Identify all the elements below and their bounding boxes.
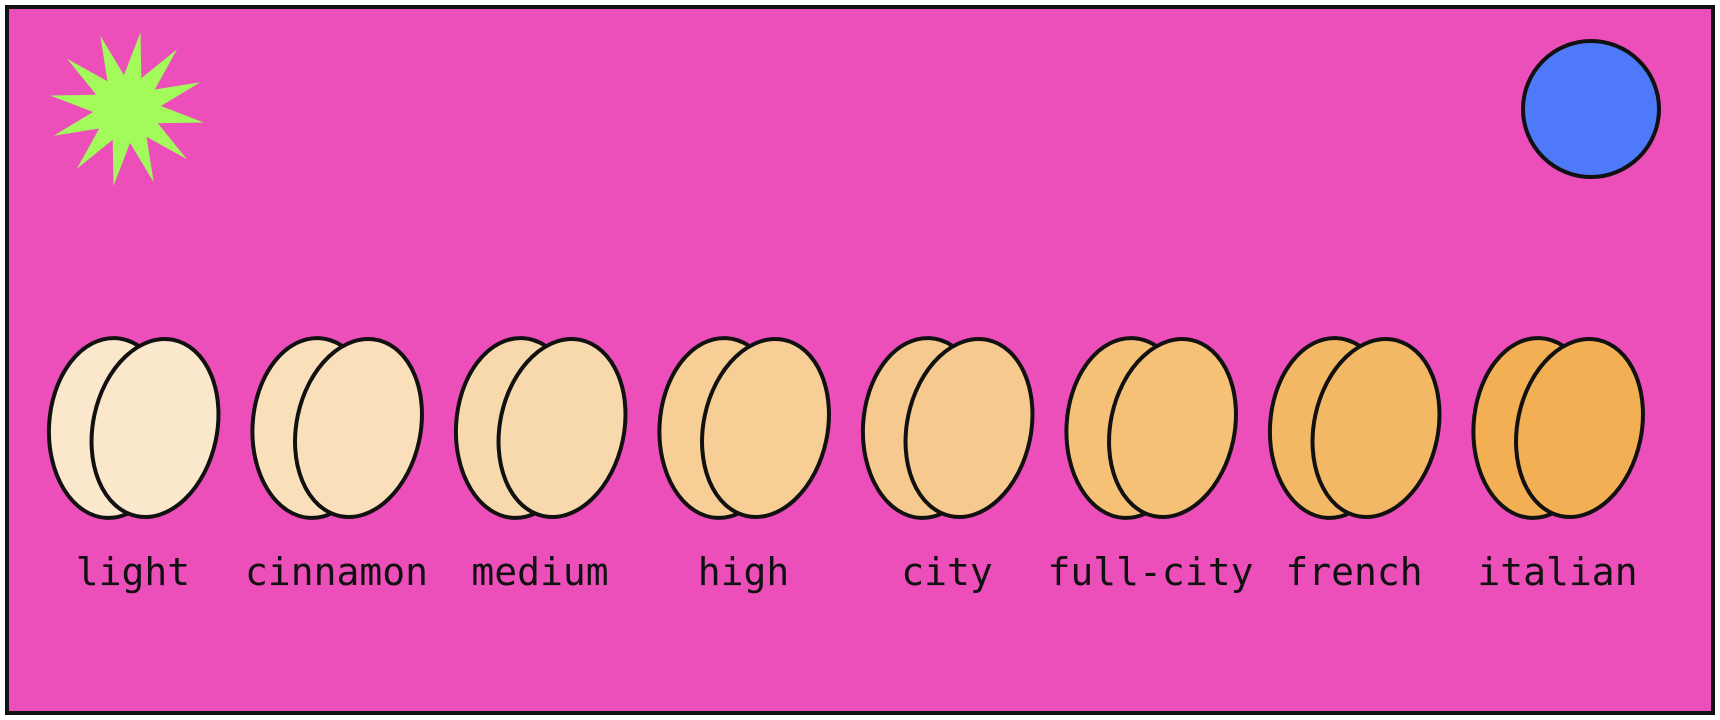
starburst-icon xyxy=(50,32,204,186)
bean-french: french xyxy=(1267,336,1442,594)
bean-label: french xyxy=(1285,550,1422,594)
background-panel xyxy=(5,5,1715,715)
bean-high: high xyxy=(657,336,831,594)
bean-label: full-city xyxy=(1048,550,1254,594)
bean-front-half xyxy=(1107,337,1238,519)
bean-front-half xyxy=(496,337,628,519)
bean-front-half xyxy=(293,337,424,519)
bean-row: light cinnamon medium high city full-city fren… xyxy=(46,336,1645,594)
bean-front-half xyxy=(1310,337,1442,519)
bean-full-city: full-city xyxy=(1048,336,1254,594)
bean-front-half xyxy=(903,337,1035,519)
bean-label: city xyxy=(901,550,993,594)
blue-circle-icon xyxy=(1521,39,1661,179)
bean-italian: italian xyxy=(1471,336,1645,594)
bean-medium: medium xyxy=(453,336,628,594)
bean-light: light xyxy=(46,336,221,594)
bean-cinnamon: cinnamon xyxy=(245,336,428,594)
bean-city: city xyxy=(860,336,1035,594)
bean-front-half xyxy=(1514,337,1645,519)
bean-front-half xyxy=(700,337,831,519)
bean-label: italian xyxy=(1477,550,1637,594)
bean-label: medium xyxy=(471,550,608,594)
bean-label: high xyxy=(698,550,790,594)
bean-label: cinnamon xyxy=(245,550,428,594)
bean-front-half xyxy=(89,337,221,519)
bean-label: light xyxy=(76,550,190,594)
